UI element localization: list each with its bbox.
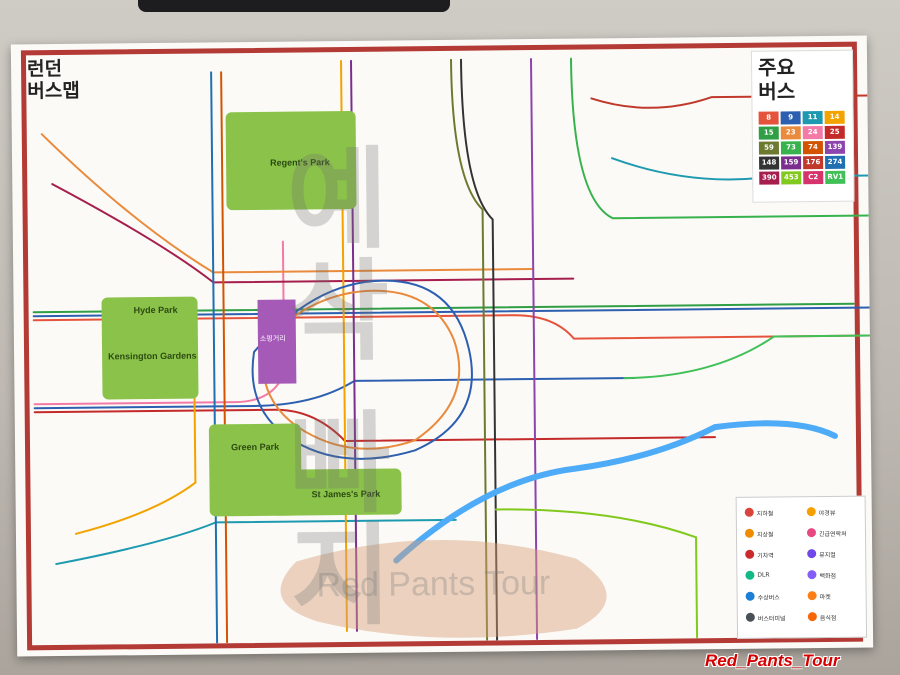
- map-title-line2: 버스맵: [27, 79, 80, 103]
- key-label: 지하철: [756, 510, 774, 518]
- route-chip: 453: [781, 171, 802, 185]
- route-chip: 139: [824, 140, 846, 154]
- map-title-line1: 런던: [26, 57, 63, 81]
- key-label: 수상버스: [757, 594, 780, 602]
- watermark-subtext: Red Pants Tour: [316, 563, 551, 605]
- route-chip: 274: [825, 155, 846, 169]
- key-label: 백화점: [819, 572, 837, 581]
- route-chip: 24: [802, 126, 823, 140]
- map-title: 런던 버스맵: [26, 57, 80, 103]
- key-label: 버스터미널: [757, 615, 786, 623]
- key-label: 음식점: [819, 614, 837, 623]
- hyde-park: Hyde Park Kensington Gardens: [101, 296, 199, 400]
- route-chip: 14: [824, 110, 845, 124]
- route-chip: 23: [780, 126, 801, 140]
- photo-caption: Red_Pants_Tour: [705, 651, 840, 670]
- key-label: 마켓: [819, 593, 831, 602]
- key-symbol-icon: [745, 549, 755, 559]
- bus-map-paper: Regent's Park Hyde Park Kensington Garde…: [10, 35, 874, 657]
- key-symbol-icon: [807, 549, 817, 559]
- key-symbol-icon: [744, 507, 754, 517]
- legend-title-line2: 버스: [758, 79, 796, 104]
- key-label: 뮤지컬: [819, 551, 836, 560]
- route-chip: 74: [802, 141, 824, 155]
- route-chip: 390: [759, 171, 780, 185]
- key-symbol-icon: [807, 570, 817, 580]
- legend-title-line1: 주요: [757, 55, 796, 80]
- route-chip: 159: [781, 156, 802, 170]
- route-chip: 176: [803, 155, 824, 170]
- key-symbol-icon: [807, 591, 817, 601]
- key-symbol-icon: [745, 591, 755, 601]
- keyboard: [138, 0, 450, 12]
- key-symbol-icon: [806, 528, 817, 538]
- route-chip: 9: [780, 111, 801, 125]
- route-chip: RV1: [825, 170, 846, 184]
- route-legend-title: 주요 버스: [758, 55, 795, 103]
- route-chip: 73: [780, 141, 802, 155]
- key-label: 지상철: [756, 531, 774, 539]
- key-symbol-icon: [745, 570, 755, 580]
- key-label: 긴급연락처: [818, 530, 847, 539]
- key-symbol-icon: [745, 612, 755, 622]
- route-chip: 8: [758, 111, 779, 125]
- kensington-gardens-label: Kensington Gardens: [108, 350, 197, 362]
- key-symbol-icon: [807, 612, 817, 622]
- key-label: 기차역: [757, 552, 774, 560]
- route-chip: 25: [824, 125, 845, 139]
- route-chip: 148: [759, 156, 780, 170]
- route-chip: 59: [758, 141, 780, 155]
- hyde-park-label: Hyde Park: [133, 304, 178, 316]
- key-symbol-icon: [744, 528, 755, 538]
- route-chip: C2: [803, 170, 824, 185]
- route-chip: 15: [758, 126, 779, 140]
- key-symbol-icon: [806, 507, 816, 517]
- watermark-text: 예삭 빠지: [262, 140, 396, 631]
- key-label: DLR: [757, 571, 770, 579]
- key-label: 야경뷰: [818, 509, 836, 518]
- route-chip: 11: [802, 111, 823, 125]
